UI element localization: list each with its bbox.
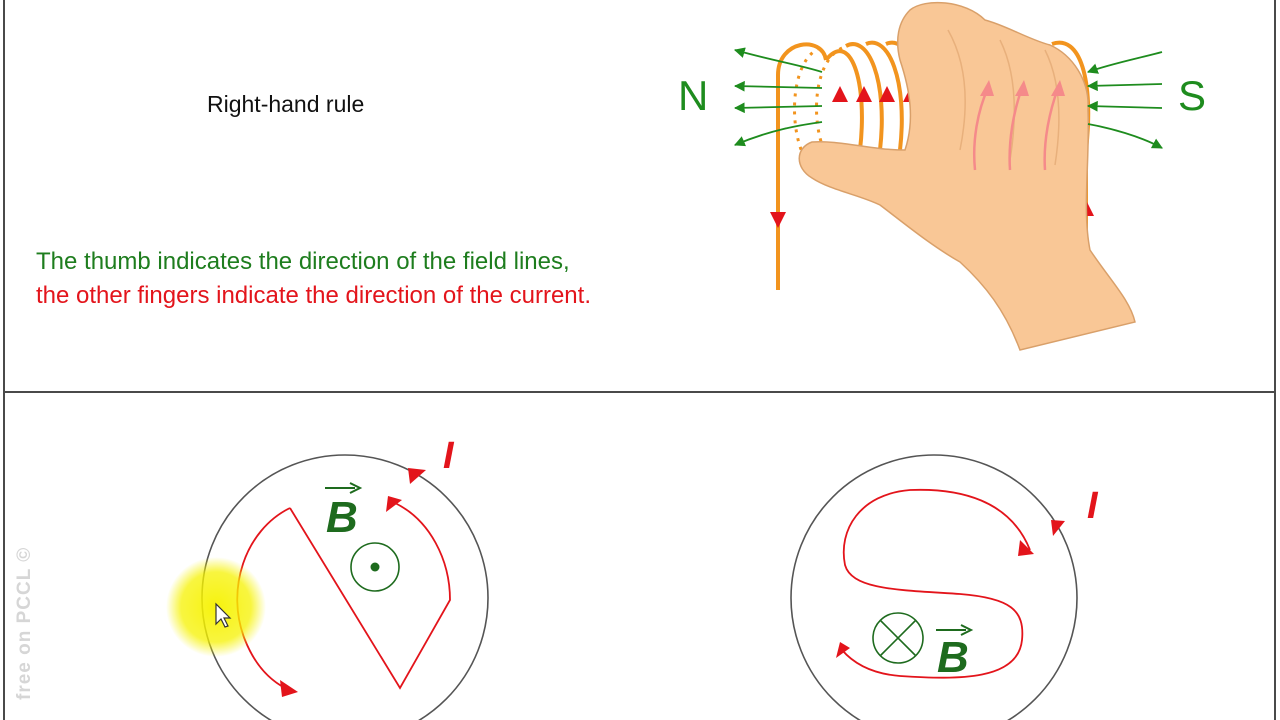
loop-left-arrow-bottom — [280, 680, 298, 697]
mouse-pointer-icon — [215, 602, 232, 628]
north-pole-label: N — [678, 72, 708, 119]
frame-left-border — [3, 0, 5, 720]
loop-left-wire — [289, 502, 451, 690]
field-out-of-page-symbol — [350, 542, 400, 592]
field-into-page-cross — [879, 619, 917, 657]
loop-right-current-label: I — [1087, 485, 1099, 527]
south-pole-label: S — [1178, 72, 1206, 119]
loop-left-arrow-top — [386, 496, 402, 512]
cursor-highlight — [166, 557, 266, 657]
frame-right-border — [1274, 0, 1276, 720]
loop-right-circle — [790, 454, 1078, 720]
field-out-of-page-dot — [370, 562, 380, 572]
loop-left-field-label: B — [326, 493, 358, 542]
loop-left-outer-current-arrow — [408, 468, 426, 484]
finger-arrowheads — [980, 80, 1065, 96]
slide-title: Right-hand rule — [207, 91, 365, 117]
loop-right-arrow-top — [1018, 540, 1034, 556]
field-lines-south — [1086, 51, 1163, 149]
hand-finger-lines — [947, 29, 1060, 166]
loop-right-field-label: B — [937, 633, 969, 682]
loop-left-vector-head — [349, 482, 363, 494]
loop-right-outer-current-arrow — [1051, 520, 1065, 536]
fingers-explanation: the other fingers indicate the direction… — [36, 282, 591, 309]
watermark: free on PCCL © — [14, 546, 35, 700]
loop-right-arrow-bottom — [836, 642, 850, 658]
thumb-explanation: The thumb indicates the direction of the… — [36, 248, 570, 275]
field-lines-north — [733, 47, 823, 147]
solenoid-diagram: N S — [678, 1, 1206, 351]
right-hand — [798, 1, 1136, 351]
loop-right-s-wire — [841, 488, 1031, 679]
wire-current-arrow-down — [770, 212, 786, 228]
loop-right-diagram: B I — [790, 454, 1099, 720]
field-into-page-symbol — [872, 612, 924, 664]
loop-left-current-label: I — [443, 435, 455, 477]
loop-right-vector-head — [960, 624, 974, 636]
section-divider — [3, 391, 1276, 393]
